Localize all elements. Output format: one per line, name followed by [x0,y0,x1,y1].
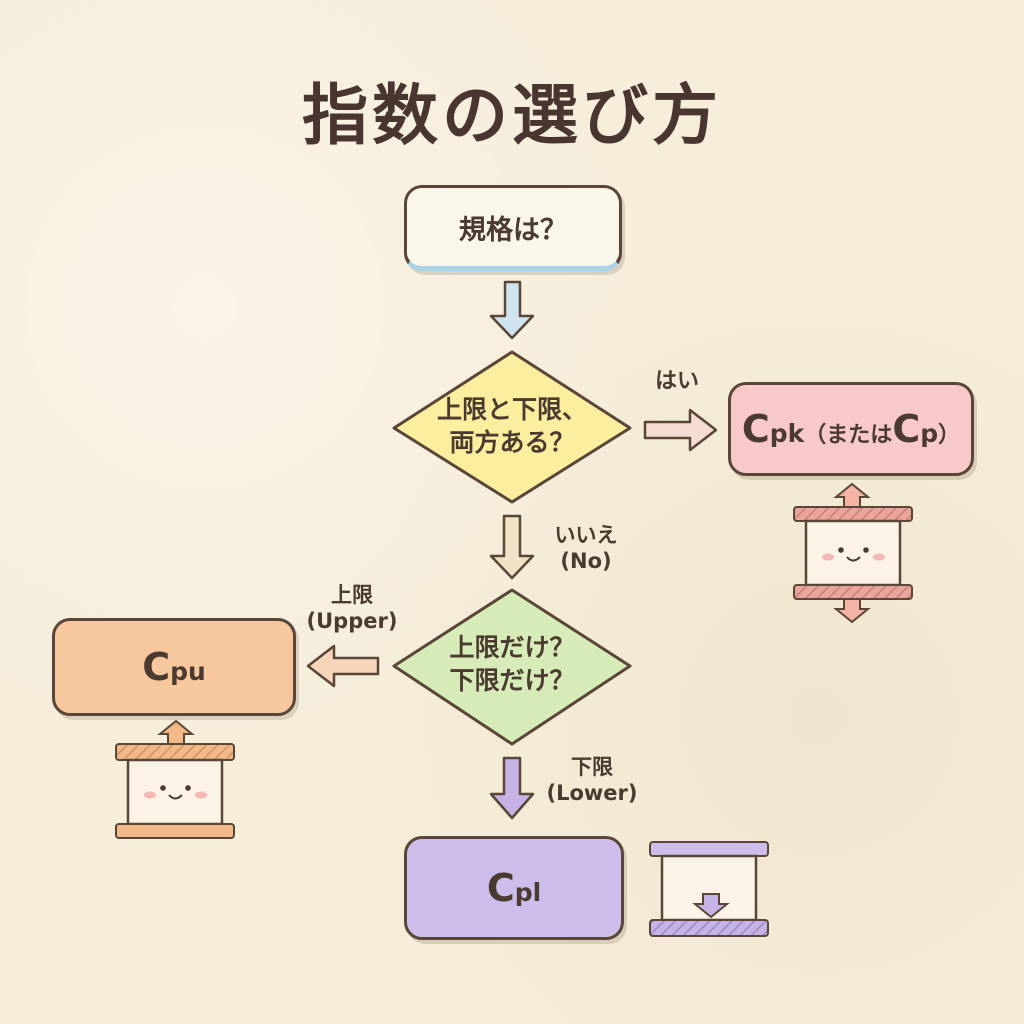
decision-diamond-q2 [392,588,632,746]
edge-label-no-jp: いいえ [554,523,618,547]
cpl-c: C [486,866,515,910]
cpl-label: Cpl [487,866,541,910]
decision-q2-text: 上限だけ？ 下限だけ？ [412,632,612,697]
cpk-sub: pk [769,419,805,448]
both-limits-character-icon [793,482,913,624]
arrow-q2-to-cpl [489,756,535,820]
cpk-label: Cpk（またはCp） [742,407,960,451]
start-node-label: 規格は？ [459,214,567,246]
result-node-cpu: Cpu [52,618,296,716]
cpk-rest: （または [804,423,893,448]
page-title: 指数の選び方 [302,77,722,154]
edge-label-no: いいえ (No) [536,522,636,575]
edge-label-yes: はい [654,369,699,394]
cp-c: C [892,407,921,451]
edge-label-upper: 上限 (Upper) [292,582,412,635]
edge-label-no-en: (No) [560,549,612,574]
result-node-cpk: Cpk（またはCp） [728,382,974,476]
lower-limit-character-icon [649,841,769,937]
decision-q1-line2: 両方ある？ [449,427,575,457]
arrow-q1-to-q2 [489,514,535,580]
arrow-start-to-q1 [489,280,535,340]
cpl-sub: pl [514,878,542,907]
cpk-c: C [741,407,770,451]
decision-q1-text: 上限と下限、 両方ある？ [412,394,612,459]
decision-q2-line2: 下限だけ？ [449,665,575,695]
arrow-q1-to-cpk [643,408,718,452]
cp-sub: p [920,419,939,448]
cpu-label: Cpu [142,645,206,689]
result-node-cpl: Cpl [404,836,624,940]
arrow-q2-to-cpu [306,644,380,688]
cpk-close: ） [938,423,961,448]
decision-diamond-q1 [392,350,632,504]
edge-label-upper-en: (Upper) [306,609,398,634]
start-node: 規格は？ [404,185,622,271]
edge-label-upper-jp: 上限 [331,583,373,607]
edge-label-lower-en: (Lower) [546,781,638,806]
decision-q2-line1: 上限だけ？ [449,633,575,662]
cpu-c: C [142,645,171,689]
decision-q1-line1: 上限と下限、 [436,395,587,424]
edge-label-lower: 下限 (Lower) [532,754,652,807]
edge-label-lower-jp: 下限 [571,755,613,779]
cpu-sub: pu [170,657,206,686]
upper-limit-character-icon [115,719,235,839]
